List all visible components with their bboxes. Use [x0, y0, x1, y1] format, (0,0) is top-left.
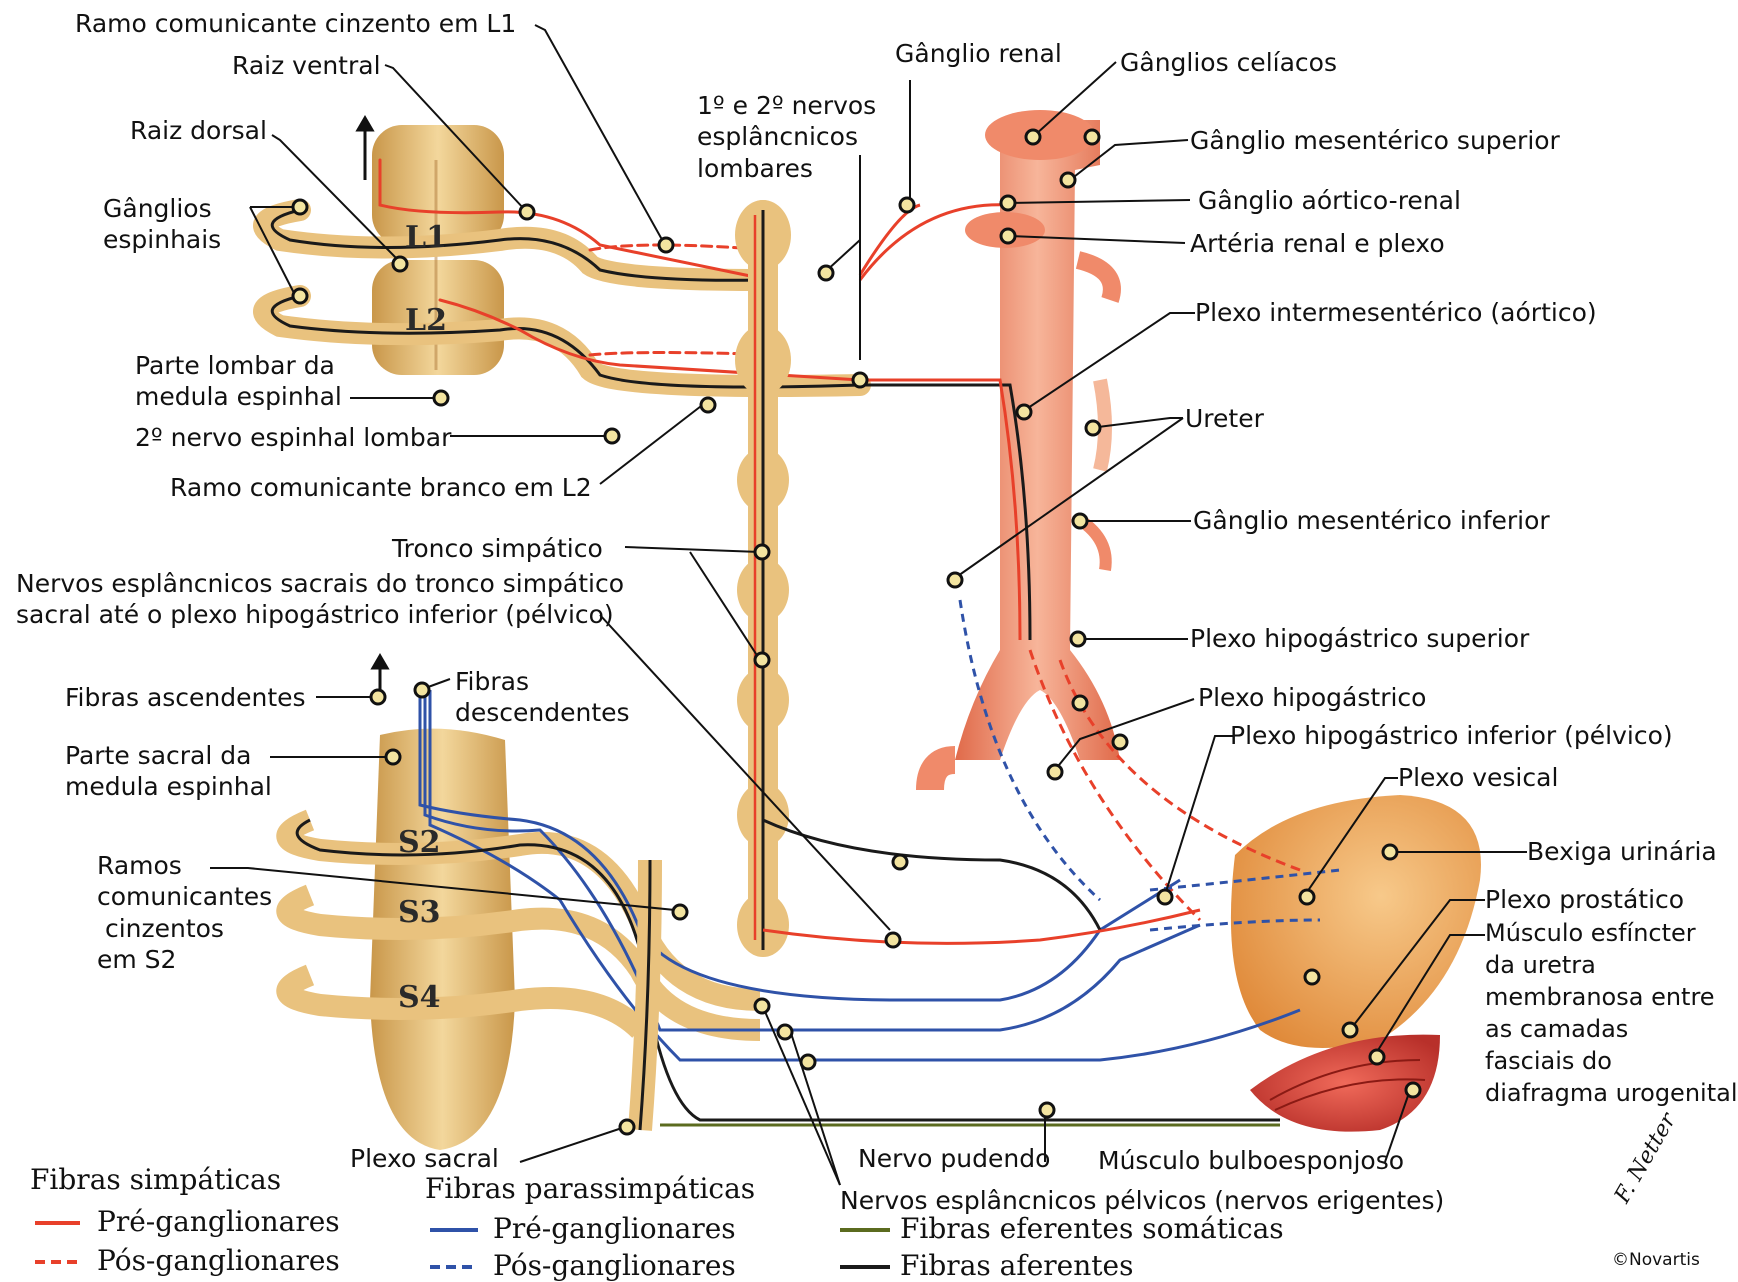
label-ganglio-renal: Gânglio renal	[895, 38, 1062, 69]
label-nervos-lombares: 1º e 2º nervos esplâncnicos lombares	[697, 90, 876, 184]
label-ramos-comunicantes: Ramos comunicantes cinzentos em S2	[97, 850, 272, 975]
label-ganglios-espinhais: Gânglios espinhais	[103, 193, 221, 256]
label-musculo-esfincter: Músculo esfíncter da uretra membranosa e…	[1485, 918, 1737, 1109]
aorta	[930, 110, 1120, 790]
label-plexo-hipogastrico: Plexo hipogástrico	[1198, 682, 1426, 713]
label-ramo-branco-l2: Ramo comunicante branco em L2	[170, 472, 592, 503]
legend-simp-pos: Pós-ganglionares	[97, 1244, 340, 1277]
sympathetic-trunk	[735, 200, 791, 957]
label-musculo-bulbo: Músculo bulboesponjoso	[1098, 1145, 1404, 1176]
legend-para-pos: Pós-ganglionares	[493, 1249, 736, 1282]
label-parte-sacral: Parte sacral da medula espinhal	[65, 740, 272, 803]
label-tronco-simpatico: Tronco simpático	[392, 533, 603, 564]
legend-para-pre: Pré-ganglionares	[493, 1212, 736, 1245]
label-plexo-hipogastrico-superior: Plexo hipogástrico superior	[1190, 623, 1529, 654]
label-nervos-sacrais: Nervos esplâncnicos sacrais do tronco si…	[16, 568, 624, 631]
segment-s3: S3	[398, 895, 441, 930]
label-fibras-ascendentes: Fibras ascendentes	[65, 682, 306, 713]
label-arteria-renal: Artéria renal e plexo	[1190, 228, 1445, 259]
label-ramo-cinzento-l1: Ramo comunicante cinzento em L1	[75, 8, 516, 39]
segment-s2: S2	[398, 825, 441, 860]
copyright-novartis: ©Novartis	[1612, 1250, 1700, 1271]
label-raiz-dorsal: Raiz dorsal	[130, 115, 267, 146]
legend-parassimpaticas-title: Fibras parassimpáticas	[425, 1172, 755, 1205]
segment-l2: L2	[405, 303, 447, 338]
label-parte-lombar: Parte lombar da medula espinhal	[135, 350, 342, 413]
label-ureter: Ureter	[1185, 403, 1264, 434]
legend-somaticas: Fibras eferentes somáticas	[900, 1212, 1284, 1245]
label-ganglio-mesenterico-inferior: Gânglio mesentérico inferior	[1193, 505, 1550, 536]
label-plexo-vesical: Plexo vesical	[1398, 762, 1558, 793]
segment-l1: L1	[405, 220, 447, 255]
label-bexiga: Bexiga urinária	[1527, 836, 1717, 867]
label-nervo-espinhal-lombar: 2º nervo espinhal lombar	[135, 422, 451, 453]
label-ganglio-aortico-renal: Gânglio aórtico-renal	[1198, 185, 1461, 216]
legend-simp-pre: Pré-ganglionares	[97, 1205, 340, 1238]
segment-s4: S4	[398, 980, 441, 1015]
label-plexo-prostatico: Plexo prostático	[1485, 884, 1684, 915]
label-ganglios-celiacos: Gânglios celíacos	[1120, 47, 1337, 78]
label-raiz-ventral: Raiz ventral	[232, 50, 381, 81]
label-fibras-descendentes: Fibras descendentes	[455, 666, 630, 729]
legend-simpaticas-title: Fibras simpáticas	[30, 1163, 281, 1196]
legend-aferentes: Fibras aferentes	[900, 1249, 1133, 1282]
label-nervo-pudendo: Nervo pudendo	[858, 1143, 1050, 1174]
label-plexo-intermesenterico: Plexo intermesentérico (aórtico)	[1195, 297, 1597, 328]
label-plexo-sacral: Plexo sacral	[350, 1143, 499, 1174]
label-plexo-hipogastrico-inferior: Plexo hipogástrico inferior (pélvico)	[1230, 720, 1673, 751]
label-ganglio-mesenterico-superior: Gânglio mesentérico superior	[1190, 125, 1560, 156]
